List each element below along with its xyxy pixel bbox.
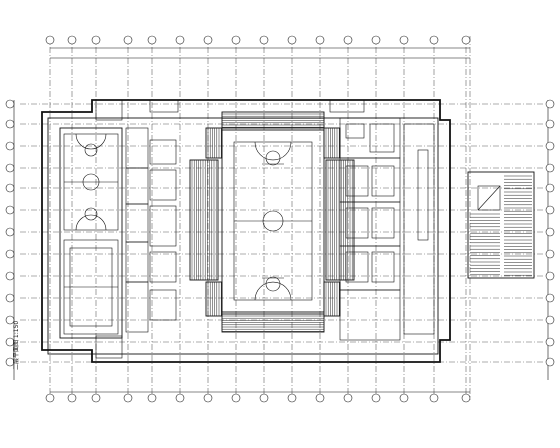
building-outline (41, 99, 451, 363)
axis-bubble (343, 35, 353, 45)
axis-bubble (545, 271, 555, 281)
drawing-title: 二层平面图 1:150 (13, 321, 20, 370)
axis-bubble (461, 35, 471, 45)
axis-bubble (67, 393, 77, 403)
axis-bubble (147, 35, 157, 45)
axis-grid-horizontal (20, 103, 544, 363)
axis-bubble (5, 183, 15, 193)
axis-bubble (545, 163, 555, 173)
seating-block (205, 127, 223, 159)
axis-bubble (123, 35, 133, 45)
axis-bubble (175, 393, 185, 403)
axis-bubble (5, 141, 15, 151)
basketball-court-left (59, 127, 123, 339)
axis-bubble (5, 315, 15, 325)
axis-bubbles (5, 35, 555, 403)
axis-bubble (91, 393, 101, 403)
axis-bubble (399, 393, 409, 403)
axis-bubble (123, 393, 133, 403)
axis-bubble (5, 271, 15, 281)
axis-bubble (287, 393, 297, 403)
axis-bubble (5, 99, 15, 109)
axis-bubble (5, 293, 15, 303)
axis-bubble (5, 119, 15, 129)
axis-bubble (545, 315, 555, 325)
axis-bubble (343, 393, 353, 403)
axis-bubble (5, 357, 15, 367)
axis-bubble (67, 35, 77, 45)
axis-bubble (5, 249, 15, 259)
axis-bubble (287, 35, 297, 45)
axis-bubble (371, 35, 381, 45)
axis-bubble (203, 35, 213, 45)
axis-bubble (545, 249, 555, 259)
axis-bubble (429, 35, 439, 45)
axis-bubble (545, 99, 555, 109)
axis-bubble (545, 119, 555, 129)
axis-bubble (5, 227, 15, 237)
axis-bubble (461, 393, 471, 403)
axis-bubble (315, 393, 325, 403)
main-arena-court (221, 129, 325, 313)
seating-block (323, 127, 341, 159)
axis-bubble (545, 337, 555, 347)
axis-bubble (399, 35, 409, 45)
axis-bubble (371, 393, 381, 403)
axis-grid-vertical (49, 36, 471, 400)
seating-block (221, 313, 325, 333)
seating-block (205, 281, 223, 317)
axis-bubble (259, 393, 269, 403)
axis-bubble (545, 293, 555, 303)
seating-block (323, 281, 341, 317)
axis-bubble (429, 393, 439, 403)
axis-bubble (545, 357, 555, 367)
axis-bubble (45, 35, 55, 45)
axis-bubble (231, 393, 241, 403)
axis-bubble (231, 35, 241, 45)
axis-bubble (5, 163, 15, 173)
axis-bubble (203, 393, 213, 403)
axis-bubble (259, 35, 269, 45)
axis-bubble (545, 227, 555, 237)
axis-bubble (545, 205, 555, 215)
spectator-seating (189, 111, 355, 333)
seating-block (221, 111, 325, 129)
axis-bubble (5, 205, 15, 215)
seating-block (189, 159, 219, 281)
east-stair-platform (467, 171, 535, 279)
axis-bubble (147, 393, 157, 403)
service-rooms-left (125, 127, 177, 333)
axis-bubble (175, 35, 185, 45)
corner-stairs (95, 99, 365, 359)
axis-bubble (315, 35, 325, 45)
axis-bubble (545, 183, 555, 193)
service-rooms-right (339, 117, 435, 341)
axis-bubble (545, 141, 555, 151)
axis-bubble (45, 393, 55, 403)
axis-bubble (91, 35, 101, 45)
axis-bubble (5, 337, 15, 347)
